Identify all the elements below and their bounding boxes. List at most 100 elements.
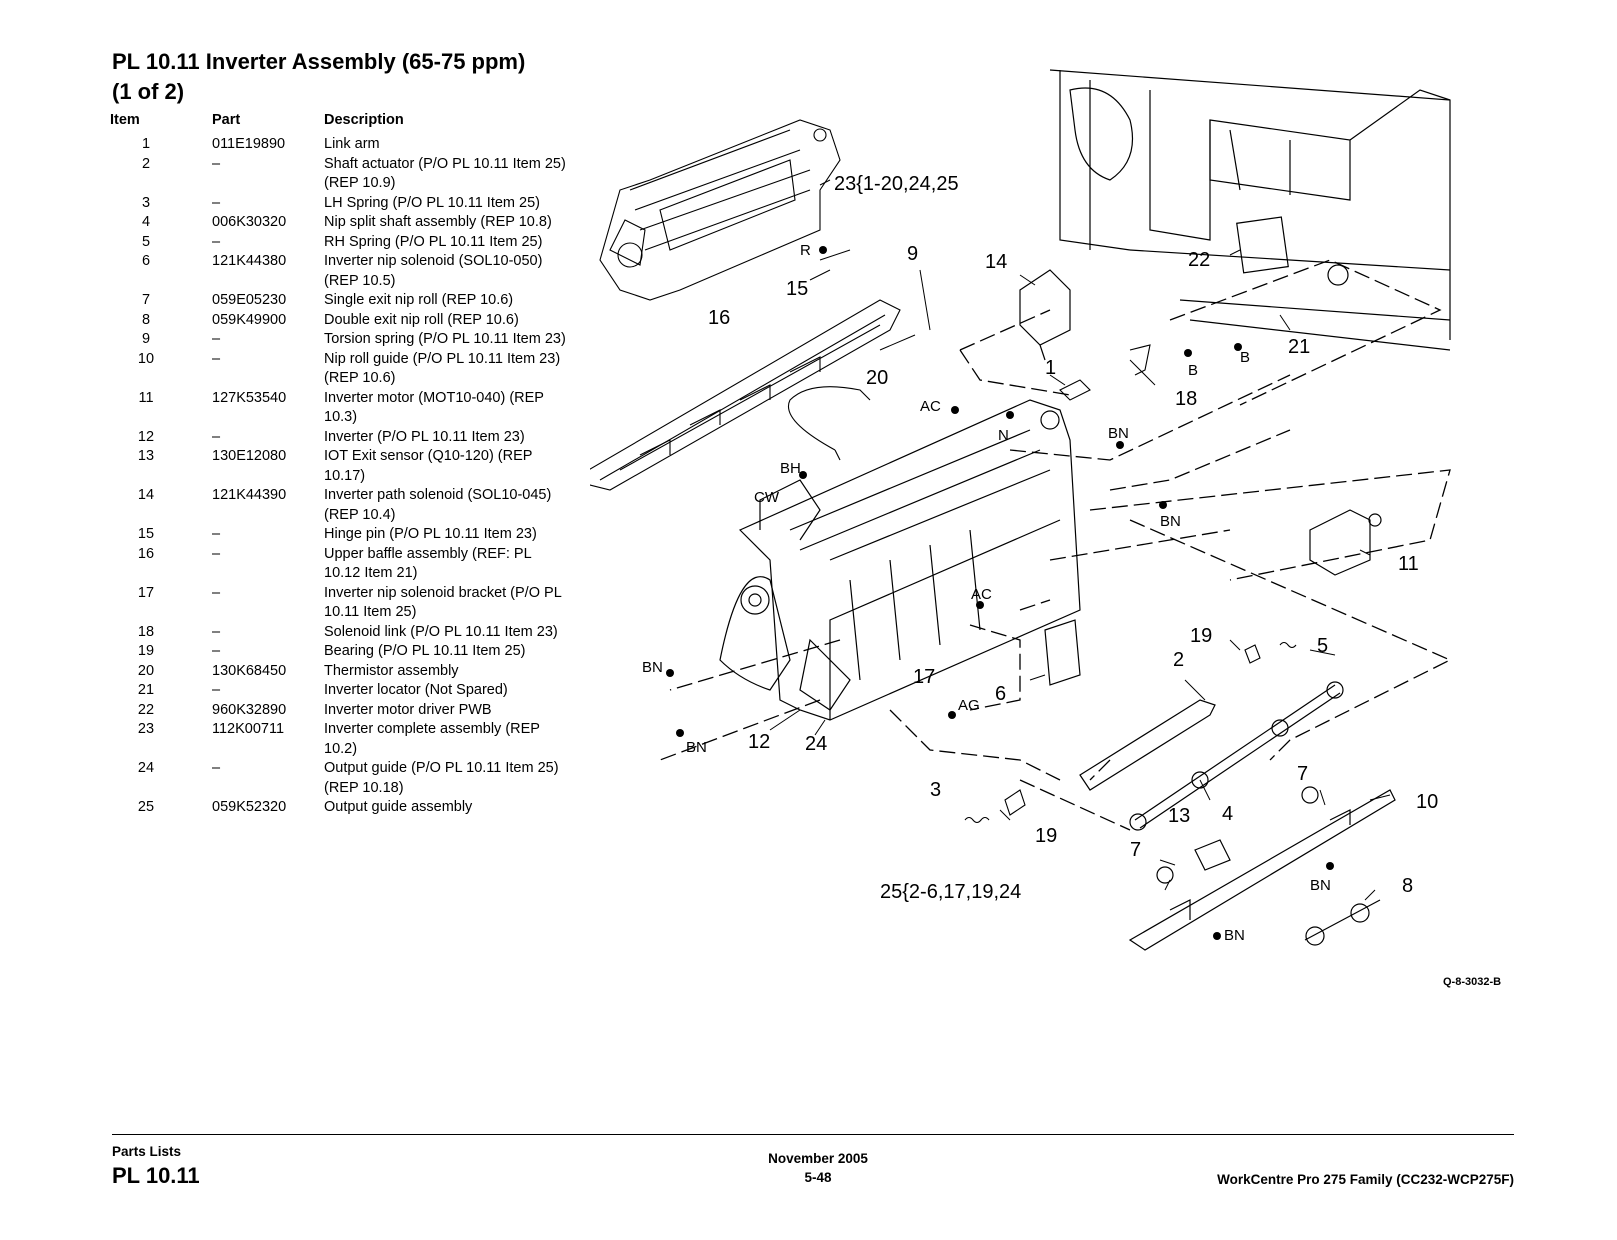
- description-cell: Inverter path solenoid (SOL10-045) (REP …: [324, 487, 552, 523]
- part-number-cell: –: [212, 194, 221, 211]
- description-cell: Inverter motor (MOT10-040) (REP 10.3): [324, 389, 544, 426]
- ref-BN-5: BN: [1310, 877, 1331, 894]
- table-row: 5–RH Spring (P/O PL 10.11 Item 25): [110, 233, 570, 253]
- callout-12: 12: [748, 731, 770, 753]
- part-number-cell: –: [212, 623, 221, 640]
- ref-N: N: [998, 427, 1009, 444]
- part-number-cell: –: [212, 428, 221, 445]
- callout-18: 18: [1175, 388, 1197, 410]
- solenoid-14: [1019, 269, 1071, 361]
- item-cell: 7: [141, 292, 151, 308]
- description-cell: Upper baffle assembly (REF: PL 10.12 Ite…: [324, 545, 532, 582]
- item-cell: 16: [137, 545, 155, 562]
- nip-roll-guide-10: [1128, 789, 1396, 951]
- item-cell: 11: [138, 389, 154, 406]
- connection-reference-letters: R AC AC N BH CW BN BN BN BN BN BN B B AG: [642, 242, 1331, 944]
- description-cell: Inverter (P/O PL 10.11 Item 23): [324, 428, 525, 445]
- callout-25: 25{2-6,17,19,24: [880, 881, 1021, 903]
- item-cell: 5: [141, 233, 151, 250]
- item-cell: 12: [137, 428, 155, 445]
- callout-15: 15: [786, 278, 808, 300]
- callout-2: 2: [1173, 649, 1184, 671]
- table-row: 9–Torsion spring (P/O PL 10.11 Item 23): [110, 330, 570, 350]
- nip-rolls-7-8: [1156, 786, 1381, 946]
- part-number-cell: 130K68450: [212, 662, 287, 679]
- connector-dots: [666, 246, 1334, 940]
- table-row: 16 – Upper baffle assembly (REF: PL 10.12 …: [110, 545, 570, 584]
- ref-BH: BH: [780, 460, 801, 477]
- callout-3: 3: [930, 779, 941, 801]
- callout-4: 4: [1222, 803, 1233, 825]
- description-cell: Inverter nip solenoid (SOL10-050) (REP 1…: [324, 253, 543, 289]
- description-cell: Hinge pin (P/O PL 10.11 Item 23): [324, 526, 537, 542]
- callout-22: 22: [1188, 249, 1210, 271]
- callout-24: 24: [805, 733, 827, 755]
- ref-B-left: B: [1188, 362, 1198, 379]
- callout-13: 13: [1168, 805, 1190, 827]
- item-cell: 1: [141, 136, 151, 152]
- part-number-cell: –: [212, 545, 221, 562]
- description-cell: Output guide assembly: [324, 799, 473, 815]
- table-row: 17–Inverter nip solenoid bracket (P/O PL…: [110, 584, 570, 623]
- ref-BN-3: BN: [642, 659, 663, 676]
- solid-leader-lines: [769, 179, 1391, 901]
- part-number-cell: 011E19890: [212, 136, 286, 152]
- item-cell: 2: [141, 155, 151, 172]
- callout-10: 10: [1416, 791, 1438, 813]
- description-cell: Torsion spring (P/O PL 10.11 Item 23): [324, 331, 566, 347]
- part-number-cell: –: [212, 526, 221, 542]
- description-cell: Inverter nip solenoid bracket (P/O PL 10…: [324, 584, 562, 621]
- column-header-part: Part: [212, 112, 241, 128]
- table-row: 12 – Inverter (P/O PL 10.11 Item 23): [110, 428, 570, 448]
- description-cell: Output guide (P/O PL 10.11 Item 25) (REP…: [324, 760, 559, 796]
- callout-8: 8: [1402, 875, 1413, 897]
- inverter-motor-11: [1309, 509, 1382, 576]
- description-cell: Shaft actuator (P/O PL 10.11 Item 25) (R…: [324, 155, 566, 192]
- item-cell: 17: [137, 584, 155, 601]
- description-cell: IOT Exit sensor (Q10-120) (REP 10.17): [324, 448, 533, 484]
- callout-20: 20: [866, 367, 888, 389]
- item-cell: 8: [141, 311, 151, 328]
- footer-date: November 2005: [768, 1151, 868, 1166]
- callout-5: 5: [1317, 635, 1328, 657]
- description-cell: Thermistor assembly: [324, 662, 459, 679]
- link-arm-1-and-solenoid-link-18: [1059, 344, 1151, 401]
- upper-baffle-16: [590, 299, 901, 491]
- callout-16: 16: [708, 307, 730, 329]
- item-cell: 23: [137, 721, 155, 737]
- footer-product-name: WorkCentre Pro 275 Family (CC232-WCP275F…: [1217, 1172, 1514, 1187]
- ref-BN-2: BN: [1160, 513, 1181, 530]
- item-cell: 9: [141, 331, 151, 347]
- description-cell: Inverter locator (Not Spared): [324, 682, 508, 698]
- table-row: 10–Nip roll guide (P/O PL 10.11 Item 23)…: [110, 350, 570, 389]
- item-cell: 19: [137, 643, 155, 659]
- item-cell: 24: [137, 760, 155, 776]
- ref-B-right: B: [1240, 349, 1250, 366]
- callout-7-lower: 7: [1130, 839, 1141, 861]
- part-number-cell: 121K44380: [212, 253, 287, 269]
- item-cell: 6: [141, 253, 151, 269]
- callout-1: 1: [1045, 357, 1056, 379]
- description-cell: Double exit nip roll (REP 10.6): [324, 311, 519, 328]
- description-cell: Bearing (P/O PL 10.11 Item 25): [324, 643, 526, 659]
- ref-BN-6: BN: [1224, 927, 1245, 944]
- ref-R: R: [800, 242, 811, 259]
- callout-11: 11: [1398, 553, 1419, 575]
- ref-BN-1: BN: [1108, 425, 1129, 442]
- callout-21: 21: [1288, 336, 1310, 358]
- ref-CW: CW: [754, 489, 780, 506]
- footer-divider: [112, 1134, 1514, 1135]
- item-cell: 21: [137, 682, 155, 698]
- part-number-cell: 121K44390: [212, 487, 287, 503]
- part-number-cell: 112K00711: [212, 721, 285, 737]
- table-row: 15–Hinge pin (P/O PL 10.11 Item 23): [110, 525, 570, 545]
- item-cell: 25: [137, 799, 155, 815]
